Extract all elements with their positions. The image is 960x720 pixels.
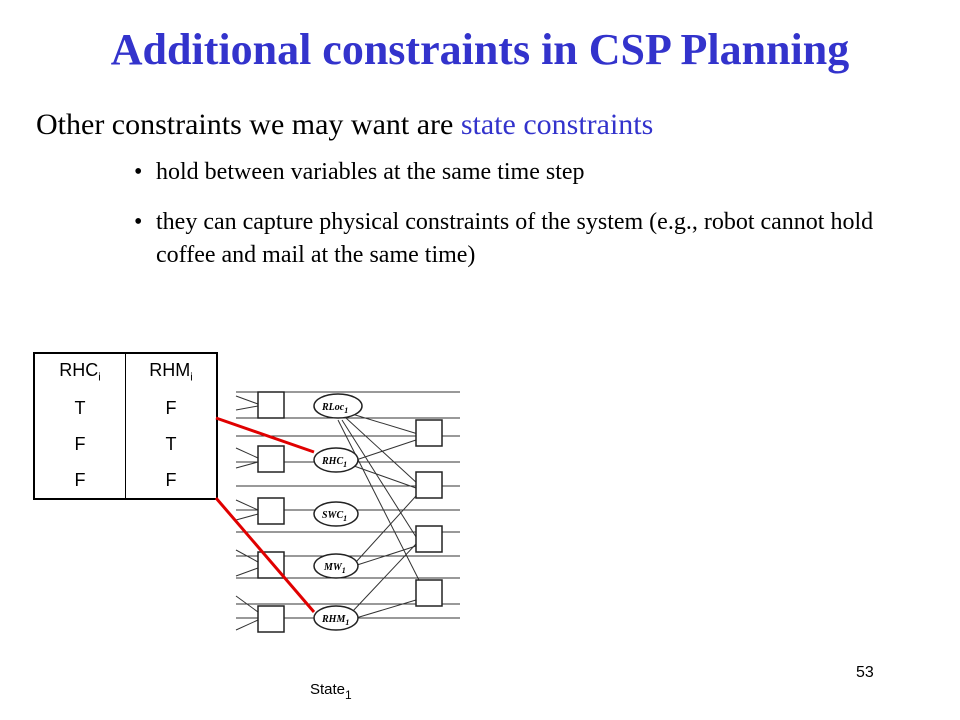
table-cell: T bbox=[74, 397, 86, 418]
table-cell: F bbox=[74, 469, 86, 490]
svg-text:MW1: MW1 bbox=[323, 562, 346, 575]
svg-text:RHC1: RHC1 bbox=[321, 456, 347, 469]
node-swc: SWC1 bbox=[313, 501, 359, 527]
svg-text:RHM1: RHM1 bbox=[321, 614, 349, 627]
state-constraint-table: RHCi RHMi T F F T F F bbox=[33, 352, 218, 500]
node-rhm: RHM1 bbox=[313, 605, 359, 631]
action-box bbox=[415, 579, 443, 607]
table-row: F F bbox=[34, 462, 217, 499]
table-cell: F bbox=[74, 433, 86, 454]
state-label: State1 bbox=[310, 681, 352, 702]
constraint-link-rhc bbox=[215, 416, 315, 454]
action-box bbox=[257, 445, 285, 473]
action-box bbox=[257, 497, 285, 525]
table-cell: F bbox=[125, 390, 217, 426]
action-box bbox=[415, 471, 443, 499]
slide-title: Additional constraints in CSP Planning bbox=[110, 25, 850, 74]
node-mw: MW1 bbox=[313, 553, 359, 579]
variable-nodes: RLoc1 RHC1 SWC1 MW1 RHM1 bbox=[313, 393, 363, 631]
action-box bbox=[257, 391, 285, 419]
bullet-text: hold between variables at the same time … bbox=[156, 159, 585, 185]
lead-sentence: Other constraints we may want are state … bbox=[36, 108, 653, 142]
table-header-rhc: RHCi bbox=[59, 360, 101, 384]
constraint-links bbox=[214, 416, 316, 613]
table-row: F T bbox=[34, 426, 217, 462]
page-number: 53 bbox=[856, 664, 874, 681]
action-box bbox=[257, 605, 285, 633]
table-cell: F bbox=[125, 462, 217, 499]
table-row: T F bbox=[34, 390, 217, 426]
table-header-rhm: RHMi bbox=[125, 353, 217, 390]
action-box bbox=[415, 419, 443, 447]
action-boxes bbox=[257, 391, 443, 633]
constraint-link-rhm bbox=[214, 497, 316, 613]
action-box bbox=[415, 525, 443, 553]
node-rloc: RLoc1 bbox=[313, 393, 363, 419]
svg-text:SWC1: SWC1 bbox=[322, 510, 347, 523]
table-cell: T bbox=[125, 426, 217, 462]
bullet-icon: • bbox=[134, 159, 143, 185]
lead-text: Other constraints we may want are bbox=[36, 108, 461, 141]
node-rhc: RHC1 bbox=[313, 447, 359, 473]
bullet-text: they can capture physical constraints of… bbox=[156, 209, 874, 268]
table-header-row: RHCi RHMi bbox=[34, 353, 217, 390]
bullet-icon: • bbox=[134, 209, 143, 235]
state-constraints-term: state constraints bbox=[460, 108, 654, 141]
svg-text:RLoc1: RLoc1 bbox=[321, 402, 348, 415]
